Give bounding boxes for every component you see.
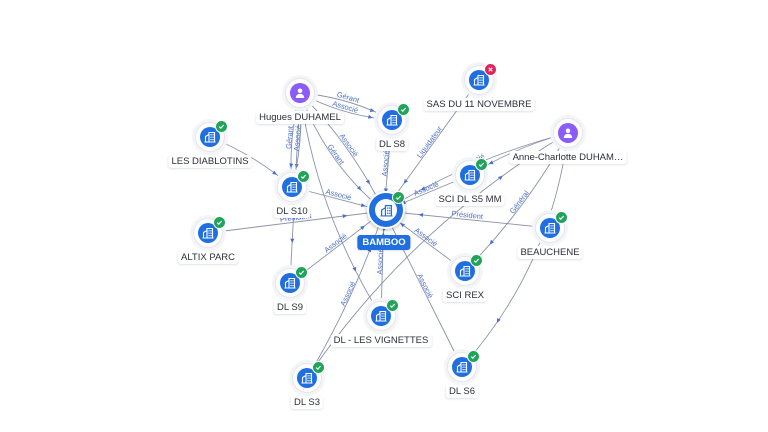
check-icon	[312, 361, 325, 374]
edge-arrow	[489, 239, 495, 245]
edge-arrow	[488, 160, 494, 165]
check-icon	[295, 266, 308, 279]
edge-arrow	[367, 114, 373, 119]
building-icon	[469, 70, 489, 90]
check-icon	[386, 299, 399, 312]
edge-arrow	[342, 214, 348, 219]
check-icon	[475, 158, 488, 171]
node-label: DL - LES VIGNETTES	[330, 334, 432, 347]
edge-arrow	[369, 108, 375, 112]
node-label: DL S9	[273, 301, 307, 314]
node-label: Hugues DUHAMEL	[256, 111, 344, 124]
building-icon	[540, 218, 560, 238]
map-pin-icon[interactable]	[367, 191, 405, 229]
edge-arrow	[356, 185, 362, 191]
node-circle[interactable]	[275, 268, 305, 298]
edge-arrow	[383, 188, 388, 193]
node-label: DL S3	[290, 396, 324, 409]
user-icon	[290, 83, 310, 103]
node-circle[interactable]	[553, 118, 583, 148]
edge-arrow	[418, 213, 424, 217]
edge-arrow	[420, 186, 426, 190]
edge-label: Président	[451, 209, 484, 221]
edge-arrow	[360, 203, 366, 208]
building-icon	[375, 199, 397, 221]
user-icon	[558, 123, 578, 143]
node-label: SCI REX	[442, 289, 488, 302]
edge-label: Gérant	[284, 125, 295, 150]
edge-label: Gérant	[326, 142, 347, 167]
edge-arrow	[496, 318, 501, 324]
building-icon	[371, 306, 391, 326]
edge-line	[383, 210, 463, 368]
check-icon	[467, 350, 480, 363]
node-circle[interactable]	[277, 172, 307, 202]
edge-label: Liquidateur	[415, 124, 444, 160]
check-icon	[213, 216, 226, 229]
node-label: DL S6	[445, 385, 479, 398]
node-circle[interactable]	[366, 301, 396, 331]
edge-arrow	[360, 225, 365, 230]
edge-arrow	[272, 170, 278, 175]
edge-arrow	[400, 223, 406, 228]
edge-arrow	[289, 163, 294, 169]
edge-arrow	[294, 163, 299, 169]
edge-label: Associé	[380, 150, 391, 177]
node-label: ALTIX PARC	[177, 251, 239, 264]
node-label: SCI DL S5 MM	[435, 193, 505, 206]
building-icon	[382, 110, 402, 130]
check-icon	[397, 103, 410, 116]
check-icon	[470, 254, 483, 267]
node-label: LES DIABLOTINS	[168, 155, 252, 168]
edge-label: Associé	[322, 231, 348, 254]
building-icon	[200, 127, 220, 147]
check-icon	[215, 120, 228, 133]
edge-arrow	[290, 238, 295, 244]
edge-beauchene-bamboo[interactable]: Président	[383, 209, 551, 229]
center-node-label: BAMBOO	[357, 235, 411, 250]
edge-arrow	[497, 175, 503, 181]
node-label: DL S10	[273, 205, 311, 218]
building-icon	[280, 273, 300, 293]
building-icon	[282, 177, 302, 197]
edge-arrow	[365, 179, 371, 185]
building-icon	[297, 368, 317, 388]
cross-icon	[484, 63, 497, 76]
edge-arrow	[403, 178, 408, 184]
edge-label: Associé	[413, 226, 439, 249]
edge-line	[207, 210, 385, 234]
building-icon	[460, 165, 480, 185]
edge-label: Associé	[375, 248, 385, 275]
node-circle[interactable]	[285, 78, 315, 108]
node-label: Anne-Charlotte DUHAM…	[509, 151, 627, 164]
edge-arrow	[352, 266, 357, 272]
edge-label: Associé	[415, 272, 435, 300]
node-label: BEAUCHENE	[517, 246, 583, 259]
edge-label: Général	[508, 188, 531, 215]
edge-label: Associé	[338, 280, 357, 308]
check-icon	[392, 191, 405, 204]
edge-line	[306, 210, 385, 379]
check-icon	[297, 170, 310, 183]
node-circle[interactable]	[195, 122, 225, 152]
building-icon	[455, 261, 475, 281]
node-label: DL S8	[375, 138, 409, 151]
check-icon	[555, 211, 568, 224]
building-icon	[452, 357, 472, 377]
building-icon	[198, 223, 218, 243]
edge-label: Associé	[325, 187, 353, 202]
node-label: SAS DU 11 NOVEMBRE	[423, 98, 535, 111]
